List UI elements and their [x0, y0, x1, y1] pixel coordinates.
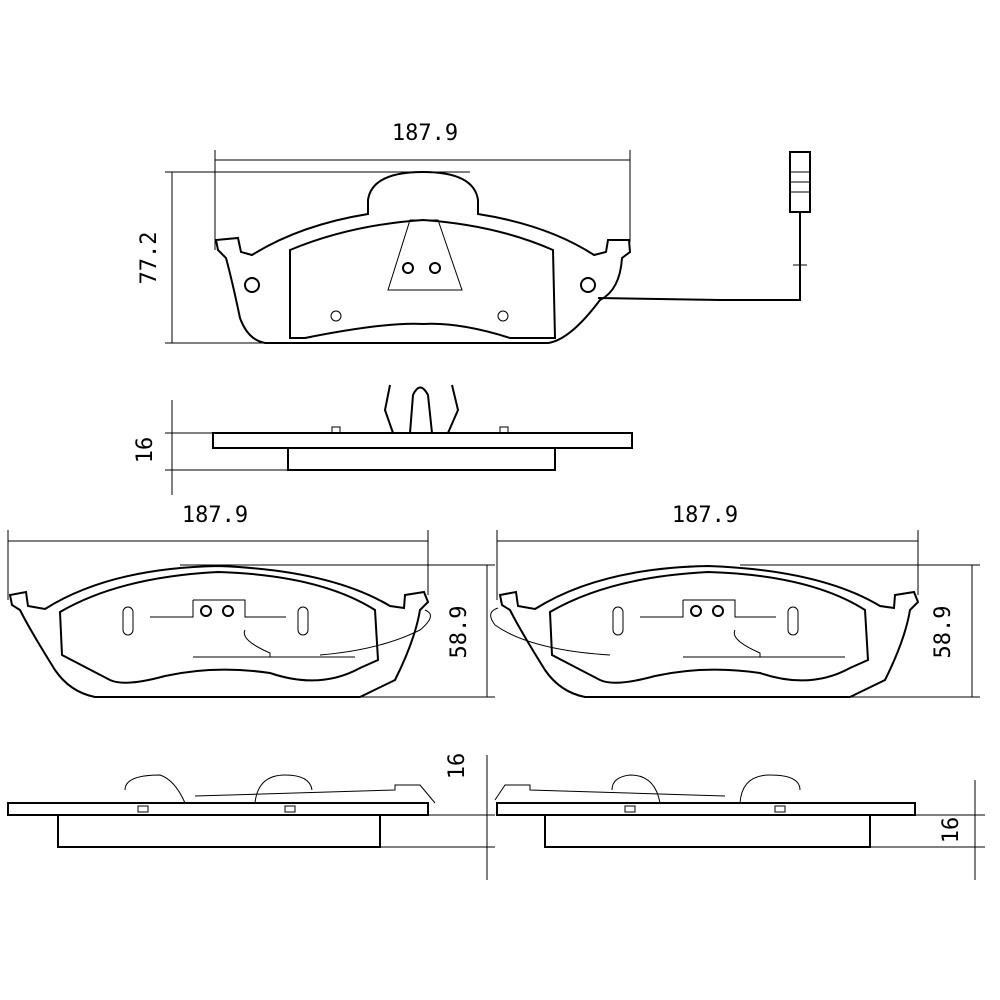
friction-material	[289, 218, 557, 339]
rivet-hole	[222, 605, 234, 617]
rivet-hole	[690, 605, 702, 617]
backing-plate-outline	[214, 170, 632, 344]
backing-plate	[212, 432, 633, 449]
right-pad-front-view: 187.9 58.9	[490, 503, 980, 698]
clip-slot	[122, 606, 134, 636]
clip	[383, 384, 460, 434]
thickness-label: 16	[939, 817, 964, 844]
width-dimension-top: 187.9	[214, 121, 631, 250]
rivet-hole	[402, 262, 414, 274]
clip-slot	[787, 606, 799, 636]
backing-plate	[496, 802, 916, 816]
top-pad-front-view: 187.9 77.2	[137, 121, 811, 344]
friction-material	[548, 570, 870, 684]
clip-plate	[150, 599, 355, 658]
height-label: 58.9	[931, 606, 956, 659]
thickness-label: 16	[133, 437, 158, 464]
spring-clip	[494, 774, 801, 804]
sensor-wire	[319, 609, 431, 656]
friction-pad	[287, 447, 556, 471]
center-clip-plate	[387, 219, 463, 291]
height-dimension-top: 77.2	[137, 171, 470, 344]
mounting-hole	[580, 277, 596, 293]
left-pad-side-view: 16	[7, 753, 495, 880]
clip-slot	[297, 606, 309, 636]
right-pad-side-view: 16	[494, 774, 985, 880]
width-label: 187.9	[392, 121, 458, 146]
height-label: 77.2	[137, 232, 162, 285]
clip-slot	[612, 606, 624, 636]
friction-pad	[57, 814, 381, 848]
friction-material	[58, 570, 380, 684]
backing-plate-outline	[498, 564, 920, 698]
width-label: 187.9	[672, 503, 738, 528]
spring-clip	[124, 774, 436, 804]
height-label: 58.9	[447, 606, 472, 659]
rivet-hole	[200, 605, 212, 617]
backing-plate	[7, 802, 429, 816]
friction-pad	[544, 814, 871, 848]
rivet-hole	[330, 310, 342, 322]
width-label: 187.9	[182, 503, 248, 528]
rivet-hole	[712, 605, 724, 617]
rivet-hole	[429, 262, 441, 274]
left-pad-front-view: 187.9 58.9	[7, 503, 495, 698]
thickness-label: 16	[445, 753, 470, 780]
rivet-hole	[497, 310, 509, 322]
clip-plate	[640, 599, 845, 658]
top-pad-side-view: 16	[133, 384, 633, 495]
backing-plate-outline	[8, 564, 430, 698]
sensor-wire	[490, 607, 611, 656]
mounting-hole	[244, 277, 260, 293]
wear-sensor	[597, 151, 811, 301]
